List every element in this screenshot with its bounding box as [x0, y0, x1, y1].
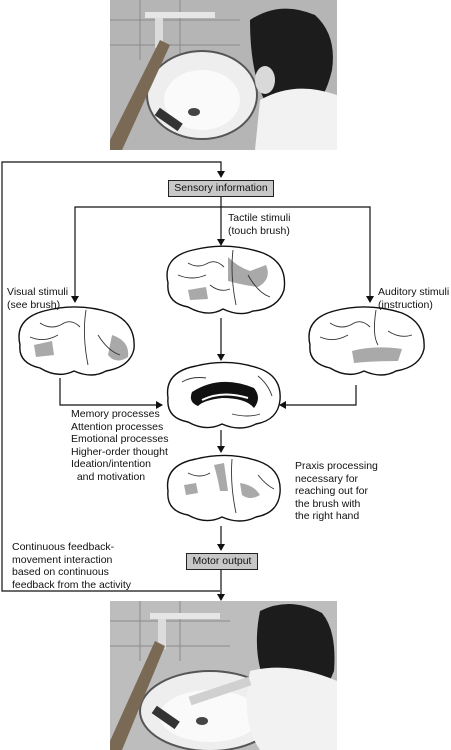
visual-stimuli-label: Visual stimuli (see brush) — [7, 286, 69, 311]
visual-to-limbic-arrow — [59, 378, 163, 409]
feedback-loop-line — [1, 161, 225, 592]
auditory-arrow — [221, 206, 374, 303]
tactile-stimuli-label: Tactile stimuli (touch brush) — [228, 212, 291, 237]
brain-praxis — [166, 454, 281, 522]
brain-limbic — [166, 361, 281, 429]
motor-output-box: Motor output — [186, 553, 258, 570]
continuous-feedback-label: Continuous feedback- movement interactio… — [12, 541, 132, 591]
visual-arrow — [71, 206, 221, 303]
brain-auditory — [308, 306, 425, 376]
memory-processes-label: Memory processes Attention processes Emo… — [71, 408, 169, 483]
top-photo-woman-at-sink — [110, 0, 337, 150]
sensory-information-box: Sensory information — [168, 180, 274, 197]
praxis-processing-label: Praxis processing necessary for reaching… — [295, 460, 378, 522]
brain-tactile — [166, 245, 286, 315]
auditory-stimuli-label: Auditory stimuli (instruction) — [378, 286, 450, 311]
brain-visual — [18, 306, 135, 376]
auditory-to-limbic-arrow — [279, 385, 357, 409]
bottom-photo-woman-reaching-brush — [110, 601, 337, 750]
